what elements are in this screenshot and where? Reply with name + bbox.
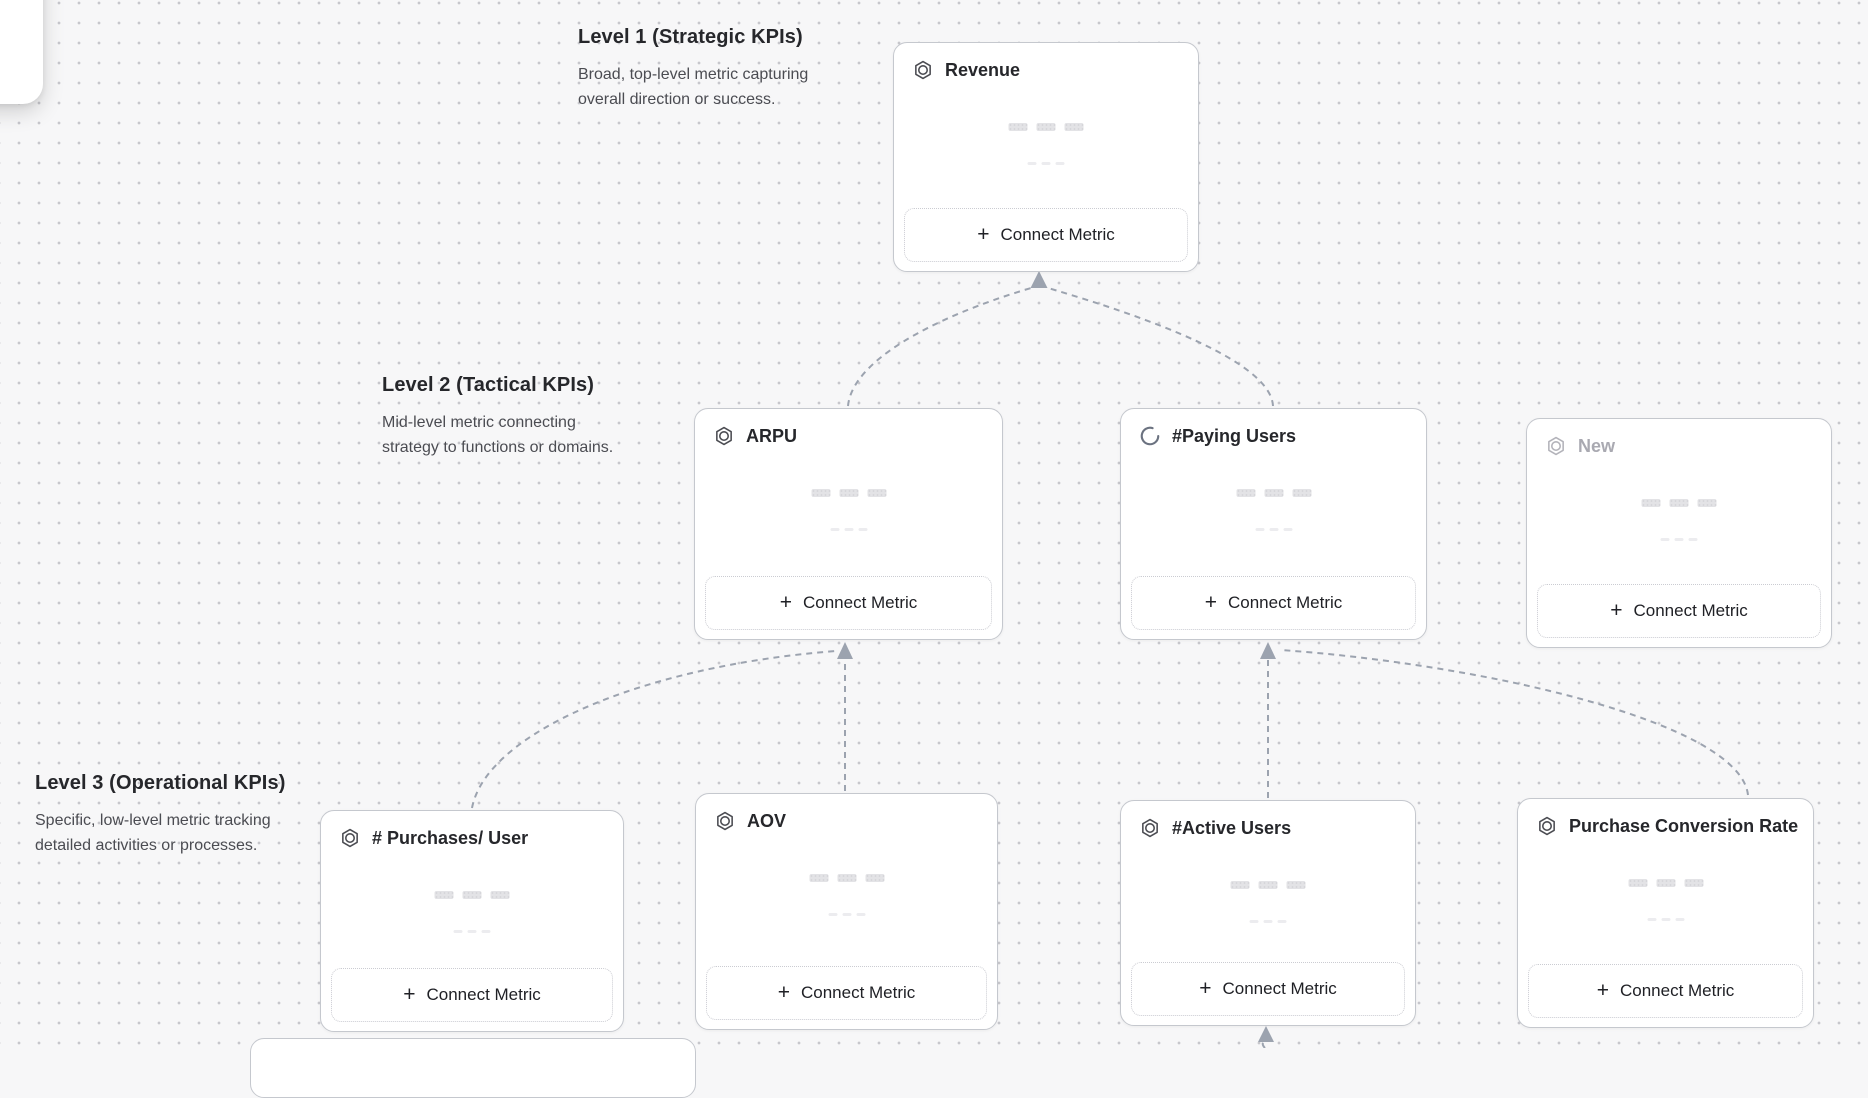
- kpi-card-partial-offscreen[interactable]: [250, 1038, 696, 1098]
- connect-metric-button[interactable]: + Connect Metric: [1537, 584, 1821, 638]
- connect-metric-label: Connect Metric: [1619, 981, 1735, 1000]
- kpi-card-purchase-conversion-rate[interactable]: Purchase Conversion Rate + Connect Metri…: [1517, 798, 1814, 1028]
- kpi-card-arpu[interactable]: ARPU + Connect Metric: [694, 408, 1003, 640]
- skeleton-dashes: [1027, 162, 1065, 165]
- skeleton-bars: [1628, 879, 1703, 887]
- connect-metric-button[interactable]: + Connect Metric: [706, 966, 987, 1020]
- skeleton-bars: [434, 891, 510, 899]
- skeleton-bars: [1236, 489, 1311, 497]
- kpi-card-revenue[interactable]: Revenue + Connect Metric: [893, 42, 1199, 272]
- skeleton-bars: [809, 874, 884, 882]
- card-title: #Active Users: [1172, 817, 1292, 838]
- connect-metric-label: Connect Metric: [1227, 593, 1343, 612]
- connect-metric-button[interactable]: + Connect Metric: [705, 576, 992, 630]
- arrowhead-active-users: [1258, 1026, 1274, 1042]
- skeleton-dashes: [453, 930, 491, 933]
- card-title: #Paying Users: [1172, 425, 1297, 446]
- connect-metric-label: Connect Metric: [1000, 225, 1115, 244]
- card-header: Purchase Conversion Rate: [1536, 815, 1798, 837]
- plus-icon: +: [1199, 976, 1212, 1000]
- level-1-title: Level 1 (Strategic KPIs): [578, 26, 803, 48]
- metric-hexagon-icon: [714, 810, 736, 832]
- edge-paying-users-to-revenue: [1047, 287, 1274, 407]
- edge-offscreen-to-active-users: [1261, 1040, 1266, 1048]
- kpi-card-paying-users[interactable]: #Paying Users + Connect Metric: [1120, 408, 1427, 640]
- skeleton-dashes: [1255, 528, 1292, 531]
- level-2-description: Mid-level metric connecting strategy to …: [382, 414, 614, 456]
- arrowhead-arpu: [837, 642, 853, 659]
- kpi-card-new[interactable]: New + Connect Metric: [1526, 418, 1832, 648]
- card-title: ARPU: [746, 425, 798, 446]
- skeleton-dashes: [830, 528, 867, 531]
- connect-metric-label: Connect Metric: [1633, 601, 1748, 620]
- skeleton-bars: [1230, 881, 1306, 889]
- card-title: # Purchases/ User: [372, 827, 529, 848]
- card-header: ARPU: [713, 425, 797, 447]
- connect-metric-button[interactable]: + Connect Metric: [904, 208, 1188, 262]
- plus-icon: +: [1596, 978, 1609, 1002]
- connect-metric-label: Connect Metric: [1222, 979, 1337, 998]
- floating-toolbar-widget[interactable]: [0, 0, 43, 104]
- skeleton-dashes: [1660, 538, 1698, 541]
- card-title: Revenue: [945, 59, 1021, 80]
- level-1-header: Level 1 (Strategic KPIs) Broad, top-leve…: [578, 26, 808, 112]
- kpi-card-purchases-per-user[interactable]: # Purchases/ User + Connect Metric: [320, 810, 624, 1032]
- level-3-title: Level 3 (Operational KPIs): [35, 772, 286, 794]
- metric-hexagon-icon: [912, 59, 934, 81]
- connect-metric-button[interactable]: + Connect Metric: [331, 968, 613, 1022]
- skeleton-dashes: [828, 913, 865, 916]
- plus-icon: +: [1610, 598, 1623, 622]
- card-title: Purchase Conversion Rate: [1569, 815, 1799, 836]
- metric-hexagon-icon: [1545, 435, 1567, 457]
- metric-hexagon-icon: [713, 425, 735, 447]
- metric-hexagon-icon: [1536, 815, 1558, 837]
- connect-metric-label: Connect Metric: [426, 985, 541, 1004]
- card-title: AOV: [747, 810, 787, 831]
- skeleton-bars: [811, 489, 886, 497]
- card-header: Revenue: [912, 59, 1020, 81]
- skeleton-bars: [1641, 499, 1717, 507]
- connect-metric-label: Connect Metric: [802, 593, 918, 612]
- connect-metric-button[interactable]: + Connect Metric: [1131, 962, 1405, 1016]
- skeleton-dashes: [1249, 920, 1287, 923]
- level-1-description: Broad, top-level metric capturing overal…: [578, 66, 809, 108]
- skeleton-bars: [1008, 123, 1084, 131]
- plus-icon: +: [403, 982, 416, 1006]
- plus-icon: +: [779, 590, 792, 614]
- metric-hexagon-icon: [339, 827, 361, 849]
- card-header: # Purchases/ User: [339, 827, 528, 849]
- kpi-card-active-users[interactable]: #Active Users + Connect Metric: [1120, 800, 1416, 1026]
- level-3-header: Level 3 (Operational KPIs) Specific, low…: [35, 772, 285, 858]
- level-2-header: Level 2 (Tactical KPIs) Mid-level metric…: [382, 374, 613, 460]
- connect-metric-button[interactable]: + Connect Metric: [1528, 964, 1803, 1018]
- card-header: New: [1545, 435, 1615, 457]
- connect-metric-label: Connect Metric: [800, 983, 916, 1002]
- edge-arpu-to-revenue: [847, 287, 1032, 407]
- edge-purchases-to-arpu: [471, 650, 837, 809]
- plus-icon: +: [777, 980, 790, 1004]
- kpi-card-aov[interactable]: AOV + Connect Metric: [695, 793, 998, 1030]
- connect-metric-button[interactable]: + Connect Metric: [1131, 576, 1416, 630]
- card-header: AOV: [714, 810, 786, 832]
- edge-conversion-to-paying-users: [1280, 649, 1749, 796]
- level-3-description: Specific, low-level metric tracking deta…: [35, 812, 271, 854]
- skeleton-dashes: [1647, 918, 1684, 921]
- card-title: New: [1578, 435, 1616, 456]
- level-2-title: Level 2 (Tactical KPIs): [382, 374, 595, 396]
- loading-spinner-icon: [1139, 425, 1161, 447]
- card-header: #Active Users: [1139, 817, 1291, 839]
- plus-icon: +: [1204, 590, 1217, 614]
- arrowhead-paying-users: [1260, 642, 1276, 659]
- metric-hexagon-icon: [1139, 817, 1161, 839]
- plus-icon: +: [977, 222, 990, 246]
- card-header: #Paying Users: [1139, 425, 1296, 447]
- arrowhead-revenue: [1030, 271, 1048, 288]
